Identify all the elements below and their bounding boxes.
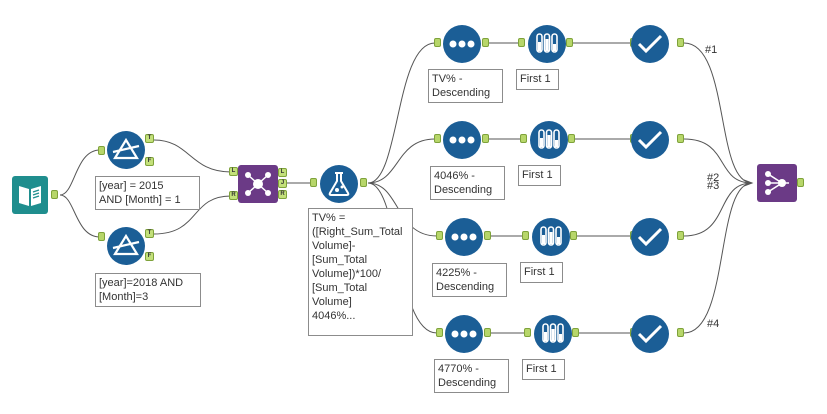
book-icon — [12, 176, 48, 214]
filter1-true-anchor[interactable]: T — [145, 134, 154, 143]
select3-output-anchor[interactable] — [677, 231, 684, 240]
sort-dots-icon — [443, 121, 481, 159]
sort4-annotation: 4770% - Descending — [434, 359, 509, 393]
select-tool-4[interactable] — [630, 314, 669, 353]
select-tool-1[interactable] — [630, 24, 669, 63]
filter2-input-anchor[interactable] — [98, 232, 105, 241]
filter2-false-anchor[interactable]: F — [145, 252, 154, 261]
sample4-output-anchor[interactable] — [572, 328, 579, 337]
sort3-output-anchor[interactable] — [484, 231, 491, 240]
wire-formula-sort1 — [367, 42, 436, 184]
select2-output-anchor[interactable] — [677, 134, 684, 143]
wire-input-filter1 — [59, 149, 101, 196]
sample1-annotation: First 1 — [516, 69, 559, 90]
join-icon — [238, 165, 278, 203]
formula-tool[interactable] — [319, 164, 358, 203]
flask-icon — [320, 165, 358, 203]
formula-annotation: TV% = ([Right_Sum_Total Volume]- [Sum_To… — [308, 208, 413, 336]
sample-tool-4[interactable] — [533, 314, 572, 353]
wire-formula-sort2 — [367, 138, 436, 184]
sample3-output-anchor[interactable] — [570, 231, 577, 240]
sort2-input-anchor[interactable] — [434, 134, 441, 143]
sample3-annotation: First 1 — [520, 262, 563, 283]
check-icon — [631, 218, 669, 256]
select4-output-anchor[interactable] — [677, 328, 684, 337]
wire-label-4: #4 — [707, 318, 720, 330]
union-tool[interactable] — [757, 164, 797, 202]
wire-label-3: #3 — [707, 180, 720, 192]
sort-dots-icon — [443, 25, 481, 63]
sort-tool-3[interactable] — [444, 217, 483, 256]
filter-triangle-icon — [107, 131, 145, 169]
select1-output-anchor[interactable] — [677, 38, 684, 47]
input-output-anchor[interactable] — [51, 190, 58, 199]
test-tubes-icon — [530, 121, 568, 159]
check-icon — [631, 25, 669, 63]
sort2-annotation: 4046% - Descending — [430, 166, 505, 200]
formula-output-anchor[interactable] — [360, 178, 367, 187]
sample-tool-3[interactable] — [531, 217, 570, 256]
select-tool-2[interactable] — [630, 120, 669, 159]
sort2-output-anchor[interactable] — [482, 134, 489, 143]
sort4-output-anchor[interactable] — [484, 328, 491, 337]
filter2-annotation: [year]=2018 AND [Month]=3 — [95, 273, 201, 307]
sort-tool-2[interactable] — [442, 120, 481, 159]
sample1-output-anchor[interactable] — [566, 38, 573, 47]
sort3-input-anchor[interactable] — [436, 231, 443, 240]
filter-tool-2[interactable] — [106, 226, 145, 265]
test-tubes-icon — [534, 315, 572, 353]
filter2-true-anchor[interactable]: T — [145, 229, 154, 238]
select-tool-3[interactable] — [630, 217, 669, 256]
union-output-anchor[interactable] — [797, 178, 804, 187]
sample-tool-2[interactable] — [529, 120, 568, 159]
union-icon — [757, 164, 797, 202]
wire-filter1-join — [153, 139, 232, 173]
join-left-output-anchor[interactable]: L — [278, 168, 287, 177]
sort1-output-anchor[interactable] — [482, 38, 489, 47]
wire-input-filter2 — [59, 194, 101, 238]
sort-dots-icon — [445, 218, 483, 256]
filter-tool-1[interactable] — [106, 130, 145, 169]
sample-tool-1[interactable] — [527, 24, 566, 63]
test-tubes-icon — [532, 218, 570, 256]
sample2-input-anchor[interactable] — [520, 134, 527, 143]
sort-tool-1[interactable] — [442, 24, 481, 63]
sample1-input-anchor[interactable] — [518, 38, 525, 47]
sample2-output-anchor[interactable] — [568, 134, 575, 143]
sample4-input-anchor[interactable] — [524, 328, 531, 337]
sample3-input-anchor[interactable] — [522, 231, 529, 240]
check-icon — [631, 121, 669, 159]
wire-label-2: #2 — [707, 172, 720, 184]
filter1-input-anchor[interactable] — [98, 146, 105, 155]
join-right-output-anchor[interactable]: R — [278, 190, 287, 199]
check-icon — [631, 315, 669, 353]
join-tool[interactable] — [238, 165, 278, 203]
sort-tool-4[interactable] — [444, 314, 483, 353]
sort1-annotation: TV% - Descending — [428, 69, 503, 103]
sort1-input-anchor[interactable] — [434, 38, 441, 47]
wire-filter2-join — [153, 195, 232, 235]
filter1-annotation: [year] = 2015 AND [Month] = 1 — [95, 176, 200, 210]
formula-input-anchor[interactable] — [310, 178, 317, 187]
filter-triangle-icon — [107, 227, 145, 265]
sample2-annotation: First 1 — [518, 165, 561, 186]
input-data-tool[interactable] — [12, 176, 50, 214]
join-right-anchor[interactable]: R — [229, 191, 238, 200]
filter1-false-anchor[interactable]: F — [145, 157, 154, 166]
sort-dots-icon — [445, 315, 483, 353]
test-tubes-icon — [528, 25, 566, 63]
sort4-input-anchor[interactable] — [436, 328, 443, 337]
sort3-annotation: 4225% - Descending — [432, 263, 507, 297]
wire-label-1: #1 — [705, 44, 718, 56]
sample4-annotation: First 1 — [522, 359, 565, 380]
join-join-output-anchor[interactable]: J — [278, 179, 287, 188]
join-left-anchor[interactable]: L — [229, 167, 238, 176]
